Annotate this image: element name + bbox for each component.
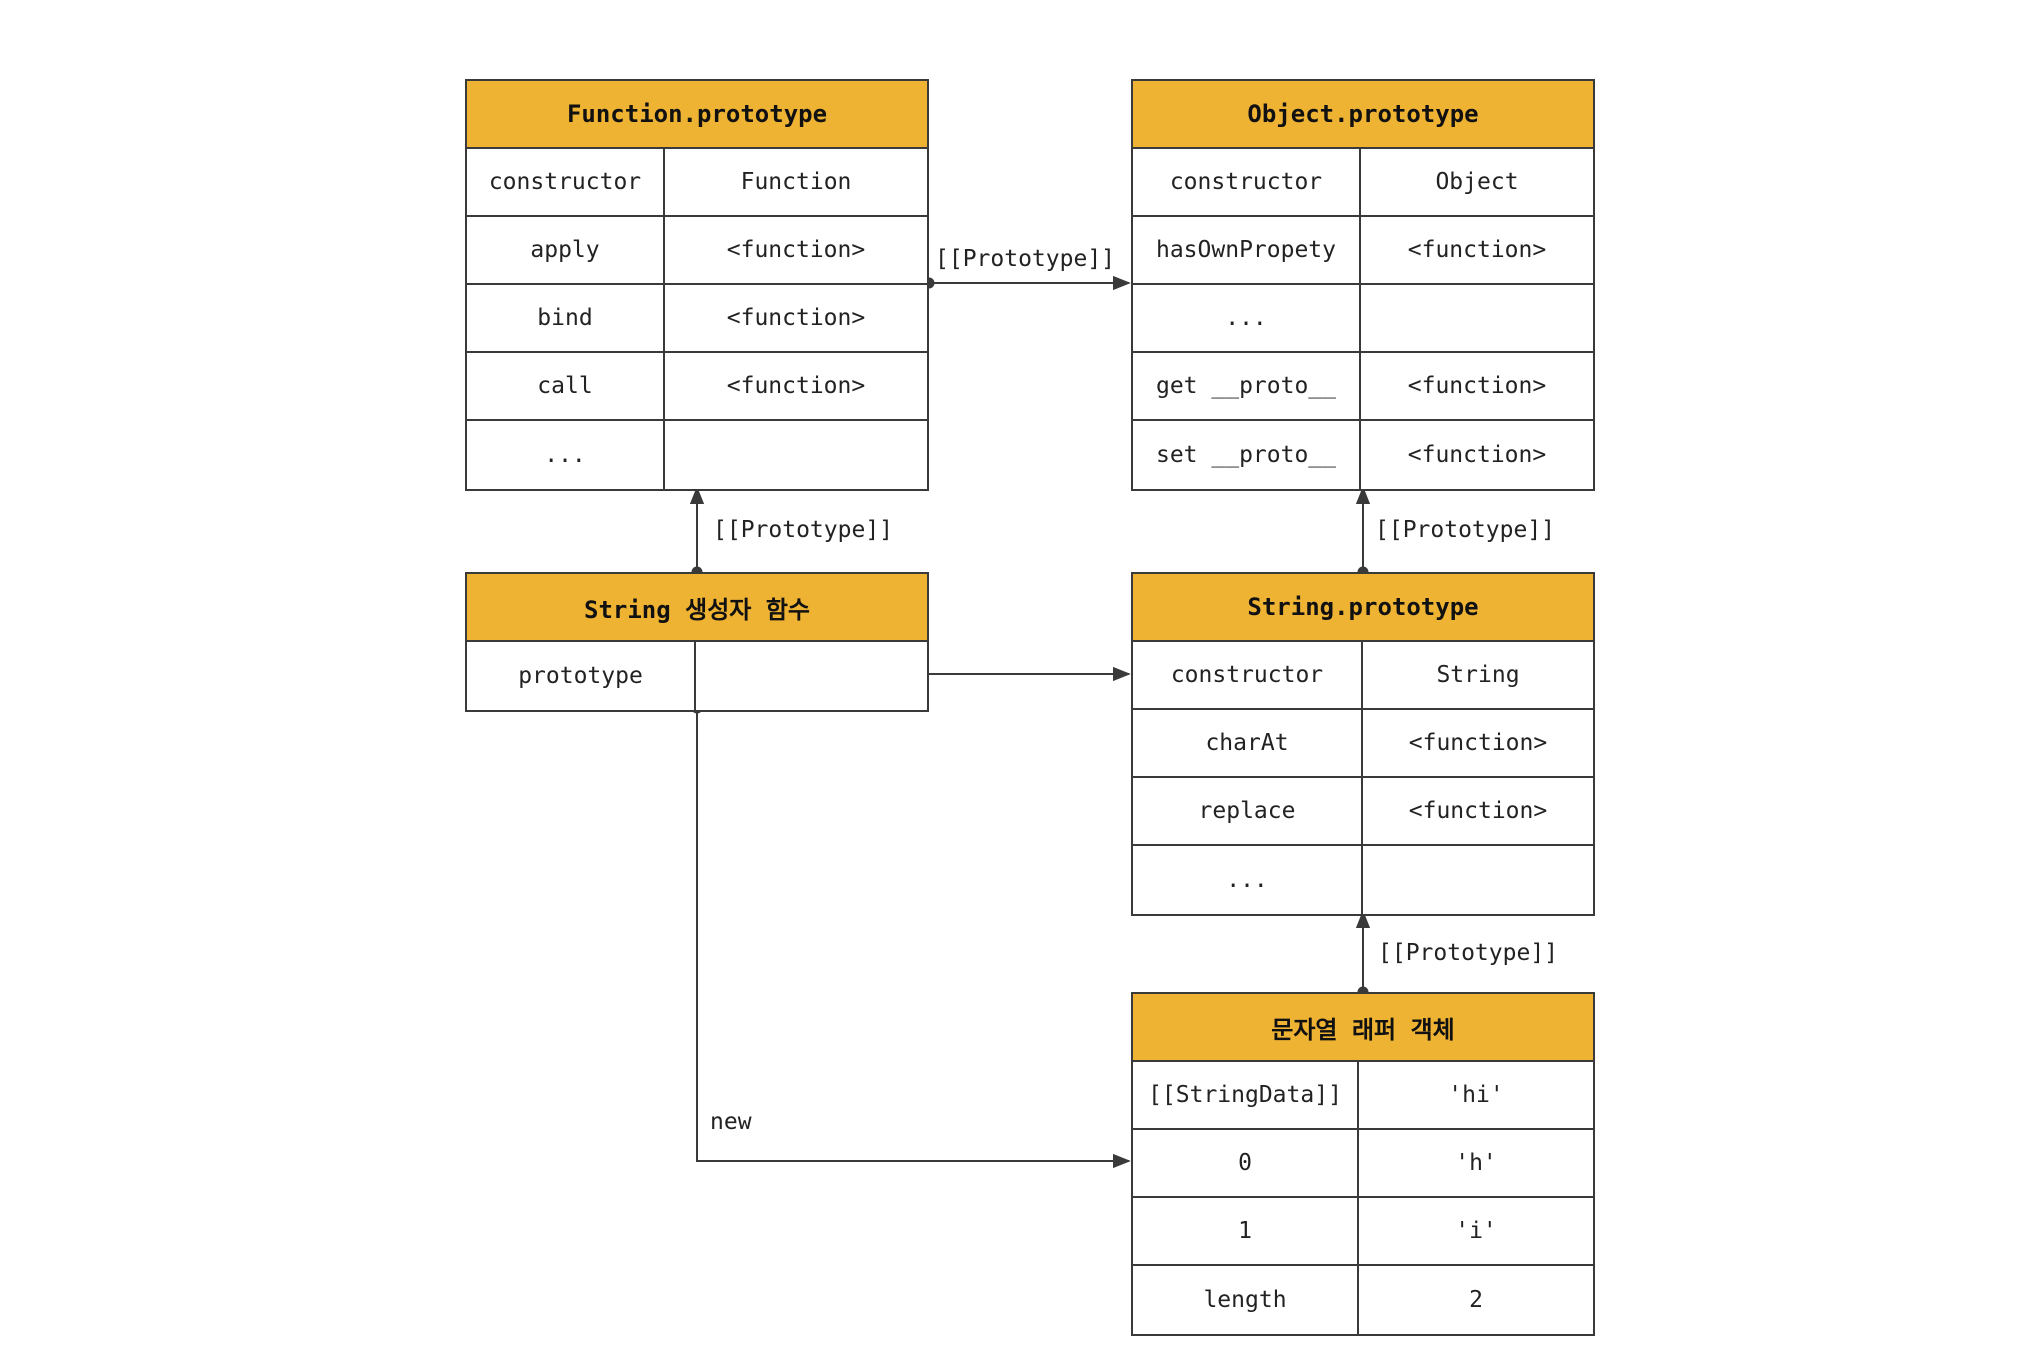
table-row: ...	[467, 421, 927, 489]
table-row: set __proto__ <function>	[1133, 421, 1593, 489]
string-wrapper-box: 문자열 래퍼 객체 [[StringData]] 'hi' 0 'h' 1 'i…	[1131, 992, 1595, 1336]
property-key: bind	[467, 285, 665, 351]
table-row: bind <function>	[467, 285, 927, 353]
property-value: <function>	[1407, 373, 1547, 399]
property-key: length	[1133, 1266, 1359, 1334]
table-row: constructor String	[1133, 642, 1593, 710]
table-row: length 2	[1133, 1266, 1593, 1334]
connector-string-prototype-to-object	[1355, 486, 1371, 578]
property-key: set __proto__	[1133, 421, 1361, 489]
table-row: apply <function>	[467, 217, 927, 285]
prototype-link-label: [[Prototype]]	[713, 517, 894, 543]
property-value: <function>	[1408, 798, 1548, 824]
property-value: <function>	[1407, 237, 1547, 263]
property-value: 'i'	[1455, 1218, 1497, 1244]
object-prototype-box: Object.prototype constructor Object hasO…	[1131, 79, 1595, 491]
property-value: 'hi'	[1448, 1082, 1504, 1108]
property-key: constructor	[1133, 642, 1363, 708]
table-row: [[StringData]] 'hi'	[1133, 1062, 1593, 1130]
connector-function-to-object	[923, 275, 1131, 291]
table-row: constructor Function	[467, 149, 927, 217]
connector-ctor-to-function-prototype	[689, 486, 705, 578]
property-value	[665, 421, 927, 489]
property-value	[1363, 846, 1593, 914]
property-value: <function>	[726, 237, 866, 263]
property-value: Function	[740, 169, 852, 195]
table-row: ...	[1133, 285, 1593, 353]
table-row: prototype	[467, 642, 927, 710]
connector-wrapper-to-string-prototype	[1355, 910, 1371, 998]
property-value: String	[1436, 662, 1520, 688]
property-value	[696, 642, 927, 710]
table-row: get __proto__ <function>	[1133, 353, 1593, 421]
string-constructor-title: String 생성자 함수	[467, 574, 927, 642]
new-link-label: new	[710, 1109, 752, 1135]
property-key: 0	[1133, 1130, 1359, 1196]
table-row: constructor Object	[1133, 149, 1593, 217]
string-prototype-box: String.prototype constructor String char…	[1131, 572, 1595, 916]
property-key: [[StringData]]	[1133, 1062, 1359, 1128]
table-row: ...	[1133, 846, 1593, 914]
property-key: constructor	[1133, 149, 1361, 215]
property-key: replace	[1133, 778, 1363, 844]
property-key: ...	[1133, 285, 1361, 351]
prototype-link-label: [[Prototype]]	[935, 246, 1116, 272]
property-key: charAt	[1133, 710, 1363, 776]
string-prototype-title: String.prototype	[1133, 574, 1593, 642]
property-key: get __proto__	[1133, 353, 1361, 419]
property-key: apply	[467, 217, 665, 283]
property-key: constructor	[467, 149, 665, 215]
function-prototype-title: Function.prototype	[467, 81, 927, 149]
property-key: prototype	[467, 642, 696, 710]
table-row: call <function>	[467, 353, 927, 421]
property-value: 2	[1469, 1287, 1483, 1313]
string-constructor-box: String 생성자 함수 prototype	[465, 572, 929, 712]
property-value: <function>	[726, 373, 866, 399]
table-row: charAt <function>	[1133, 710, 1593, 778]
table-row: 1 'i'	[1133, 1198, 1593, 1266]
property-value: <function>	[726, 305, 866, 331]
table-row: 0 'h'	[1133, 1130, 1593, 1198]
connector-new-to-wrapper	[691, 702, 1131, 1169]
table-row: hasOwnPropety <function>	[1133, 217, 1593, 285]
property-value: <function>	[1408, 730, 1548, 756]
property-key: call	[467, 353, 665, 419]
object-prototype-title: Object.prototype	[1133, 81, 1593, 149]
table-row: replace <function>	[1133, 778, 1593, 846]
property-value: Object	[1435, 169, 1519, 195]
property-key: ...	[1133, 846, 1363, 914]
property-value: 'h'	[1455, 1150, 1497, 1176]
string-wrapper-title: 문자열 래퍼 객체	[1133, 994, 1593, 1062]
property-key: 1	[1133, 1198, 1359, 1264]
property-value	[1361, 285, 1593, 351]
property-value: <function>	[1407, 442, 1547, 468]
property-key: hasOwnPropety	[1133, 217, 1361, 283]
function-prototype-box: Function.prototype constructor Function …	[465, 79, 929, 491]
property-key: ...	[467, 421, 665, 489]
prototype-link-label: [[Prototype]]	[1375, 517, 1556, 543]
prototype-link-label: [[Prototype]]	[1378, 940, 1559, 966]
